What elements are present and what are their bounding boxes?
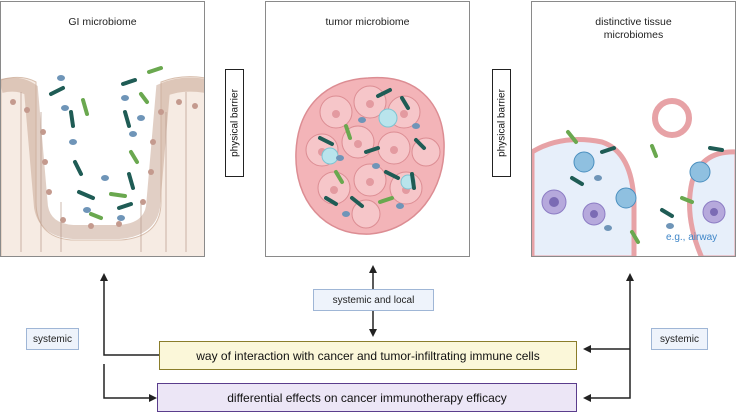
systemic-label-right: systemic (651, 328, 708, 350)
tumor-microbiome-panel: tumor microbiome (265, 1, 470, 257)
tumor-microbiome-title: tumor microbiome (325, 16, 410, 28)
airway-example-label: e.g., airway (666, 232, 718, 243)
interaction-box-text: way of interaction with cancer and tumor… (196, 348, 540, 363)
tumor-cell-cluster-illustration (295, 76, 445, 235)
systemic-label-right-text: systemic (660, 333, 699, 345)
tissue-microbiome-title-line1: distinctive tissue (595, 16, 672, 28)
efficacy-box: differential effects on cancer immunothe… (157, 383, 577, 412)
systemic-local-label-text: systemic and local (332, 294, 415, 306)
airway-tissue-illustration (532, 98, 735, 256)
gi-microbiome-panel: GI microbiome (0, 1, 205, 257)
gi-microbiome-title: GI microbiome (68, 16, 137, 28)
tissue-microbiome-panel: distinctive tissue microbiomes e.g., air… (531, 1, 736, 257)
physical-barrier-left: physical barrier (225, 69, 244, 177)
efficacy-box-text: differential effects on cancer immunothe… (227, 390, 507, 405)
systemic-label-left: systemic (26, 328, 79, 350)
systemic-local-label: systemic and local (313, 289, 434, 311)
systemic-label-left-text: systemic (33, 333, 72, 345)
interaction-box: way of interaction with cancer and tumor… (159, 341, 577, 370)
gi-villus-illustration (1, 66, 204, 256)
physical-barrier-right: physical barrier (492, 69, 511, 177)
tissue-microbiome-title-line2: microbiomes (603, 29, 664, 41)
